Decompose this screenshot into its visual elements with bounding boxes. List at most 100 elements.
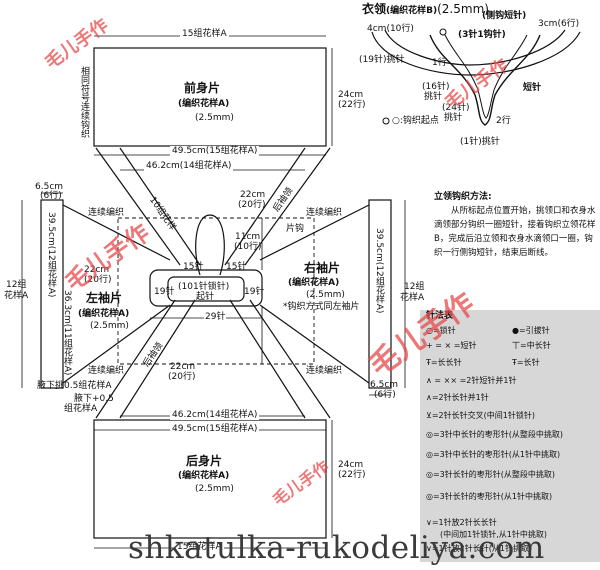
- center-size22-bottom: 22cm: [170, 362, 196, 372]
- legend-item: ⊻=2针长针交叉(中间1针锁针): [426, 411, 535, 420]
- front-height: 24cm: [338, 90, 364, 100]
- back-waist: 46.2cm(14组花样A): [170, 410, 260, 420]
- collar-outline: [371, 31, 581, 76]
- right-sleeve-note: *钩织方式同左袖片: [283, 302, 360, 312]
- left-sleeve-len1: 39.5cm(12组花样A): [46, 212, 56, 298]
- legend-item: Ŧ=长针: [512, 358, 540, 367]
- collar-chain-start: (3针1钩针): [458, 30, 506, 40]
- left-sleeve-cont-bottom: 连续编织: [88, 366, 125, 376]
- collar-size-3cm: 3cm(6行): [538, 19, 580, 29]
- legend-item: (中间加1针锁针,从1针中挑取): [440, 530, 547, 539]
- front-piece-outline: [93, 47, 327, 147]
- collar-method: 立领钩织方法: 从所标起点位置开始，挑领口和衣身水滴领部分钩织一圈短针，接着钩织…: [434, 190, 596, 260]
- raglan-label-2: 片钩: [286, 224, 305, 234]
- center-st15-right: 15针: [226, 262, 247, 272]
- collar-pick-24b: 挑针: [444, 113, 463, 123]
- right-sleeve-width-rows: (6行): [374, 390, 396, 400]
- left-sleeve-cont-top: 连续编织: [88, 208, 125, 218]
- right-sleeve-hook: (2.5mm): [306, 290, 345, 300]
- center-st19-right: 19针: [244, 287, 265, 297]
- front-width: 15组花样A: [180, 29, 229, 39]
- collar-row1: 1行: [432, 58, 447, 68]
- back-bottom-width: 15组花样A: [175, 542, 224, 552]
- front-bottom-width: 49.5cm(15组花样A): [170, 146, 260, 156]
- front-side-note: 相同符号连续钩织: [79, 66, 89, 138]
- legend-item: ∨=1针放2针长长针: [426, 518, 497, 527]
- front-waist: 46.2cm(14组花样A): [144, 161, 234, 171]
- front-pattern: (编织花样A): [178, 99, 230, 109]
- yoke-chain: [149, 269, 263, 307]
- left-sleeve-pattern: (编织花样A): [78, 309, 130, 319]
- right-sleeve-height: 12组: [404, 282, 425, 292]
- legend-item: ◎=3针中长针的枣形针(从1针中挑取): [426, 450, 561, 459]
- center-rows10: (10行): [234, 242, 262, 252]
- right-sleeve-width: 6.5cm: [370, 380, 399, 390]
- collar-start-note: ○:钩织起点: [392, 116, 439, 126]
- right-sleeve-cont-bottom: 连续编织: [306, 366, 343, 376]
- left-sleeve-underarm3: 组花样A: [64, 404, 98, 414]
- center-start: 起针: [196, 292, 215, 302]
- back-piece-outline: [93, 419, 327, 539]
- right-sleeve-title: 右袖片: [304, 261, 341, 275]
- left-sleeve-size22: 22cm: [84, 265, 110, 275]
- left-sleeve-underarm: 腋下挑0.5组花样A: [37, 381, 112, 391]
- collar-pick-16: (16针): [422, 82, 450, 92]
- center-size11: 11cm: [235, 232, 261, 242]
- legend-item: ◎=3针中长针的枣形针(从整段中挑取): [426, 430, 564, 439]
- legend-item: 丅=中长针: [512, 341, 551, 350]
- right-sleeve-cont-top: 连续编织: [306, 208, 343, 218]
- keyhole-loop: [195, 214, 225, 276]
- collar-start-marker: [382, 117, 390, 125]
- back-rows: (22行): [338, 470, 366, 480]
- center-size22-top: 22cm: [240, 190, 266, 200]
- left-sleeve-width-rows: (6行): [40, 191, 62, 201]
- left-sleeve-len2: 36.3cm(11组花样A): [62, 290, 72, 376]
- back-hook: (2.5mm): [195, 484, 234, 494]
- collar-row2: 2行: [496, 116, 511, 126]
- left-sleeve-height: 12组: [6, 280, 27, 290]
- collar-size-4cm: 4cm(10行): [367, 24, 414, 34]
- back-height: 24cm: [338, 460, 364, 470]
- right-sleeve-pattern: (编织花样A): [288, 278, 340, 288]
- back-title: 后身片: [186, 454, 223, 468]
- center-rows20-bottom: (20行): [168, 372, 196, 382]
- left-sleeve-rows20: (20行): [84, 275, 112, 285]
- front-hook: (2.5mm): [195, 113, 234, 123]
- right-sleeve-outline: [368, 199, 392, 389]
- left-sleeve-height-label: 花样A: [4, 291, 29, 301]
- right-sleeve-height-label: 花样A: [400, 293, 425, 303]
- collar-short: 短针: [523, 83, 542, 93]
- left-sleeve-title: 左袖片: [86, 291, 123, 305]
- collar-side-short: (侧钩短针): [482, 11, 527, 21]
- center-chain: (101针锁针): [178, 282, 230, 292]
- method-body: 从所标起点位置开始，挑领口和衣身水滴领部分钩织一圈短针，接着钩织立领花样B，完成…: [434, 206, 596, 258]
- left-sleeve-hook: (2.5mm): [90, 321, 129, 331]
- legend-item: ∧ = ×× =2针短针并1针: [426, 376, 517, 385]
- collar-pick-24: (24针): [442, 103, 470, 113]
- legend-item: ◎=3针长针的枣形针(从整段中挑取): [426, 470, 556, 479]
- site-url: shkatulka-rukodeliya.com: [128, 530, 545, 566]
- legend-item: ∨=1针放2针长针(从1针挑取): [426, 544, 533, 553]
- legend-item: ●=引拔针: [512, 326, 550, 335]
- front-rows: (22行): [338, 100, 366, 110]
- left-sleeve-width: 6.5cm: [35, 182, 64, 192]
- legend-item: ○=锁针: [426, 326, 456, 335]
- legend-item: ∧=2针长针并1针: [426, 393, 489, 402]
- stitch-legend: 针法表 ○=锁针 ●=引拔针 + = × =短针 丅=中长针 Ŧ=长长针 Ŧ=长…: [420, 310, 600, 562]
- right-sleeve-len1: 39.5cm(12组花样A): [374, 228, 384, 314]
- collar-pick-19: (19针)挑针: [359, 55, 405, 65]
- left-sleeve-outline: [40, 199, 64, 389]
- legend-item: ◎=3针长针的枣形针(从1针中挑取): [426, 492, 553, 501]
- front-title: 前身片: [184, 81, 221, 95]
- center-st15-left: 15针: [183, 262, 204, 272]
- legend-item: + = × =短针: [426, 341, 477, 350]
- legend-item: Ŧ=长长针: [426, 358, 462, 367]
- collar-pick-1: (1针)挑针: [460, 137, 500, 147]
- left-sleeve-underarm2: 腋下+0.5: [74, 394, 114, 404]
- collar-title: 衣领(编织花样B)(2.5mm): [362, 2, 489, 16]
- collar-pick-16b: 挑针: [424, 92, 443, 102]
- center-rows20-top: (20行): [238, 200, 266, 210]
- center-st29: 29针: [204, 312, 227, 322]
